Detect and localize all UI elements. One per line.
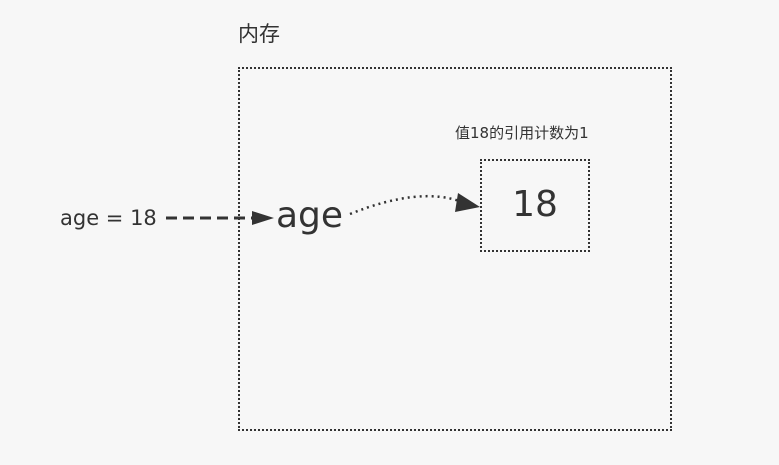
memory-title: 内存 [238,22,280,46]
assignment-statement: age = 18 [60,206,157,230]
assignment-arrow [166,211,274,225]
variable-name: age [276,195,344,236]
integer-object-value: 18 [512,184,558,225]
reference-arrow [349,193,480,216]
memory-region [238,67,672,431]
integer-object-box [480,159,590,252]
refcount-label: 值18的引用计数为1 [455,124,589,142]
